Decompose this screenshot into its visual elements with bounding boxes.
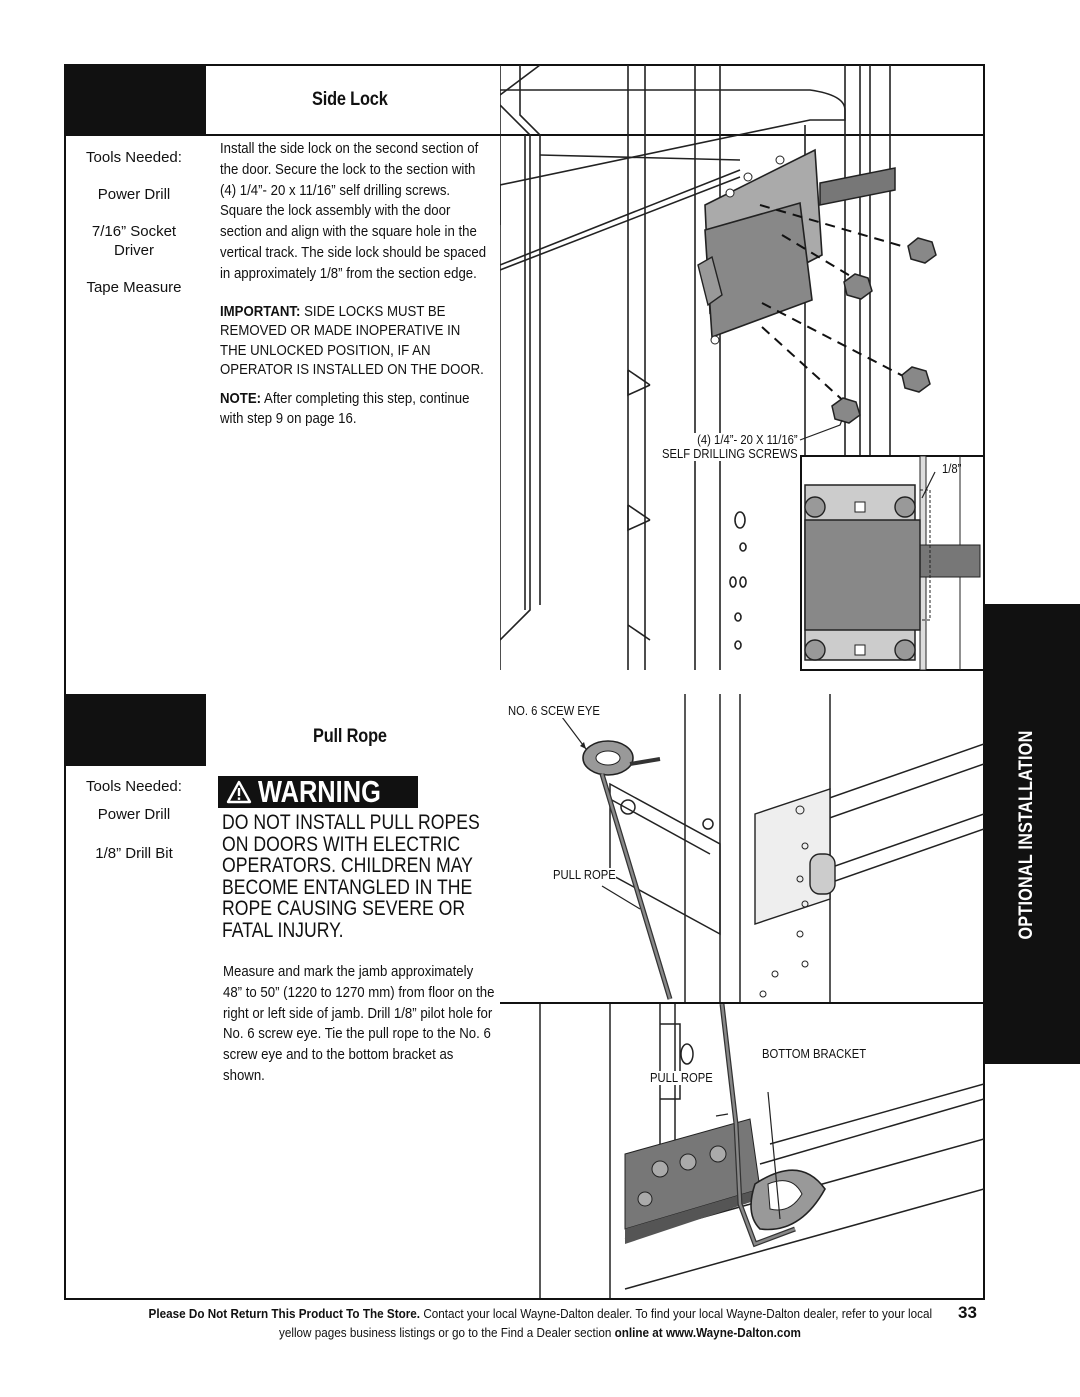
screws-callout: (4) 1/4”- 20 X 11/16” SELF DRILLING SCRE… bbox=[662, 433, 798, 461]
bottom-bracket-callout: BOTTOM BRACKET bbox=[762, 1047, 867, 1061]
side-lock-instructions-block: Install the side lock on the second sect… bbox=[220, 139, 488, 447]
important-label: IMPORTANT: bbox=[220, 302, 301, 320]
tool-item: 1/8” Drill Bit bbox=[95, 845, 173, 862]
pull-rope-tools: Tools Needed: Power Drill 1/8” Drill Bit bbox=[66, 777, 202, 881]
side-lock-title: Side Lock bbox=[312, 89, 388, 110]
bottom-bracket-illustration bbox=[539, 1004, 984, 1298]
side-lock-header-rule bbox=[206, 134, 984, 136]
tool-item: Power Drill bbox=[97, 806, 171, 823]
pull-rope-instructions: Measure and mark the jamb approximately … bbox=[223, 963, 495, 1084]
important-text: SIDE LOCKS MUST BE REMOVED OR MADE INOPE… bbox=[220, 302, 484, 379]
section-side-tab-label: OPTIONAL INSTALLATION bbox=[1016, 730, 1037, 940]
page-number: 33 bbox=[958, 1303, 977, 1322]
footer-link[interactable]: online at www.Wayne-Dalton.com bbox=[614, 1325, 801, 1340]
warning-banner: WARNING bbox=[218, 774, 418, 809]
warning-triangle-icon bbox=[226, 780, 252, 804]
side-lock-tools: Tools Needed: Power Drill 7/16” Socket D… bbox=[66, 148, 202, 315]
tools-heading: Tools Needed: bbox=[86, 149, 182, 166]
warning-line: ROPE CAUSING SEVERE OR bbox=[222, 897, 466, 920]
tool-item: 7/16” Socket Driver bbox=[91, 223, 177, 259]
pull-rope-step-tab bbox=[64, 694, 206, 766]
tools-heading: Tools Needed: bbox=[86, 778, 182, 795]
gap-callout: 1/8” bbox=[942, 462, 962, 476]
note: NOTE: After completing this step, contin… bbox=[220, 389, 488, 431]
screw-eye-callout: NO. 6 SCEW EYE bbox=[508, 704, 600, 718]
footer-line-1: Please Do Not Return This Product To The… bbox=[0, 1306, 1080, 1321]
note-text: After completing this step, continue wit… bbox=[220, 389, 470, 428]
note-label: NOTE: bbox=[220, 389, 262, 407]
illustration-divider bbox=[500, 1002, 984, 1004]
warning-text: DO NOT INSTALL PULL ROPES ON DOORS WITH … bbox=[222, 812, 480, 941]
screws-callout-line2: SELF DRILLING SCREWS bbox=[662, 447, 798, 461]
warning-line: OPERATORS. CHILDREN MAY bbox=[222, 854, 473, 877]
warning-label: WARNING bbox=[258, 774, 381, 809]
footer-text-2: yellow pages business listings or go to … bbox=[279, 1325, 612, 1340]
screws-callout-line1: (4) 1/4”- 20 X 11/16” bbox=[697, 433, 798, 447]
side-lock-detail-inset bbox=[800, 455, 985, 671]
tool-item: Tape Measure bbox=[86, 279, 182, 296]
footer-line-2: yellow pages business listings or go to … bbox=[0, 1325, 1080, 1340]
section-side-tab bbox=[984, 604, 1080, 1064]
tool-item: Power Drill bbox=[97, 186, 171, 203]
footer-bold-text: Please Do Not Return This Product To The… bbox=[148, 1306, 420, 1321]
footer-text-1: Contact your local Wayne-Dalton dealer. … bbox=[423, 1306, 932, 1321]
important-note: IMPORTANT: SIDE LOCKS MUST BE REMOVED OR… bbox=[220, 302, 488, 380]
pull-rope-callout-upper: PULL ROPE bbox=[553, 868, 616, 882]
side-lock-instructions: Install the side lock on the second sect… bbox=[220, 140, 487, 282]
screw-eye-illustration bbox=[561, 694, 984, 1004]
warning-line: FATAL INJURY. bbox=[222, 918, 344, 942]
warning-line: BECOME ENTANGLED IN THE bbox=[222, 875, 473, 899]
warning-line: ON DOORS WITH ELECTRIC bbox=[222, 832, 461, 856]
side-lock-step-tab bbox=[64, 64, 206, 136]
pull-rope-callout-lower: PULL ROPE bbox=[650, 1071, 713, 1085]
callout-leader-lines bbox=[799, 419, 936, 499]
warning-line: DO NOT INSTALL PULL ROPES bbox=[222, 811, 480, 834]
pull-rope-title: Pull Rope bbox=[313, 726, 387, 747]
